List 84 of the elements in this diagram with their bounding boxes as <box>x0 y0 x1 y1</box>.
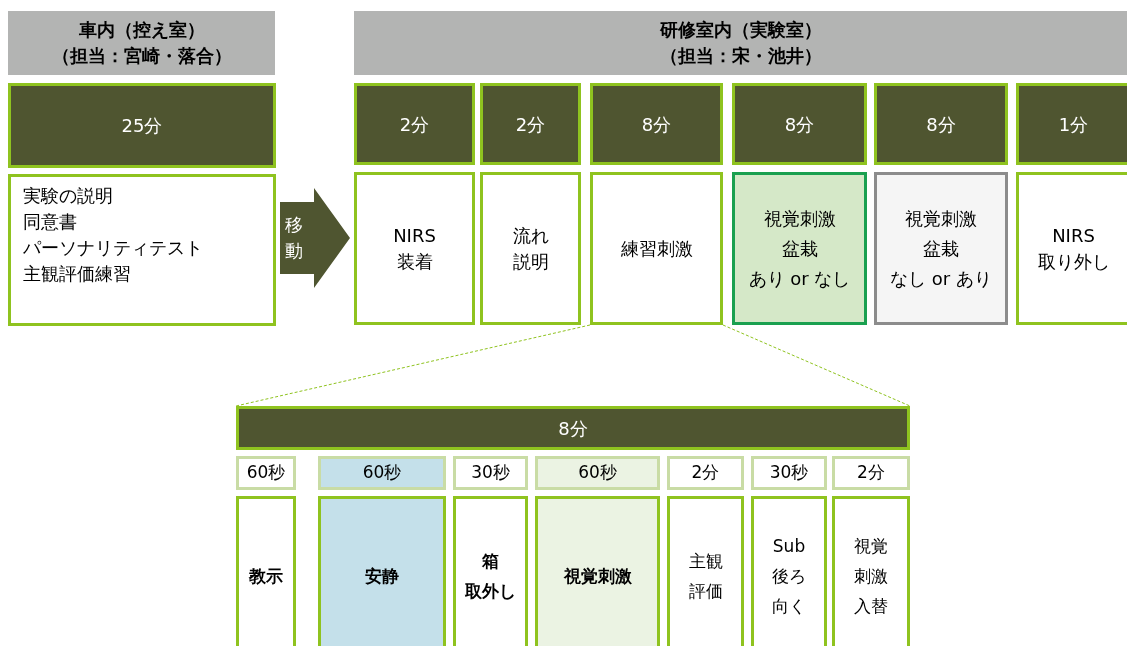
duration-box <box>453 456 528 490</box>
zoom-line <box>235 324 591 407</box>
duration-box <box>732 83 867 165</box>
duration-box <box>318 456 446 490</box>
box-text: Sub <box>772 535 806 558</box>
duration-bar <box>236 406 910 450</box>
box-text: 8分 <box>784 112 815 137</box>
box-text: 2分 <box>691 461 720 485</box>
box-text: 主観評価練習 <box>23 262 131 286</box>
box-text: （担当：宋・池井） <box>659 44 822 68</box>
box-text: NIRS <box>1052 223 1095 248</box>
box-text: 8分 <box>641 112 672 137</box>
box-text: 評価 <box>688 580 723 603</box>
duration-box <box>751 456 827 490</box>
box-text: 同意書 <box>23 210 77 234</box>
box-text: 取外し <box>465 580 516 603</box>
duration-box <box>535 456 660 490</box>
box-text: 入替 <box>854 595 888 618</box>
box-text: 盆栽 <box>923 236 959 261</box>
duration-box <box>874 83 1008 165</box>
box-text: パーソナリティテスト <box>23 236 203 260</box>
box-text: 後ろ <box>772 565 806 588</box>
box-text: （担当：宮崎・落合） <box>51 44 232 68</box>
box-text: 取り外し <box>1037 249 1110 274</box>
box-text: 流れ <box>512 223 549 248</box>
task-box <box>8 174 276 326</box>
section-header <box>354 11 1127 75</box>
box-text: 練習刺激 <box>620 236 693 261</box>
box-text: あり or なし <box>748 266 851 291</box>
box-text: 8分 <box>926 112 956 137</box>
task-box <box>732 172 867 325</box>
task-box <box>874 172 1008 325</box>
duration-box <box>832 456 910 490</box>
zoom-line <box>722 324 911 407</box>
box-text: 60秒 <box>578 461 617 485</box>
step-box <box>832 496 910 646</box>
box-text: 視覚 <box>854 535 888 558</box>
duration-box <box>590 83 723 165</box>
duration-box <box>354 83 475 165</box>
box-text: 60秒 <box>246 461 286 485</box>
box-text: 盆栽 <box>781 236 818 261</box>
box-text: 視覚刺激 <box>905 206 977 231</box>
task-box <box>480 172 581 325</box>
box-text: 25分 <box>121 114 163 138</box>
step-box <box>318 496 446 646</box>
box-text: 視覚刺激 <box>763 206 836 231</box>
box-text: 説明 <box>512 249 549 274</box>
box-text: 30秒 <box>471 461 510 485</box>
duration-box <box>236 456 296 490</box>
box-text: 2分 <box>515 112 546 137</box>
block-arrow <box>280 188 350 288</box>
box-text: 視覚刺激 <box>563 565 632 588</box>
box-text: NIRS <box>393 223 436 248</box>
box-text: 主観 <box>688 550 723 573</box>
box-text: 研修室内（実験室） <box>659 18 822 42</box>
box-text: 装着 <box>396 249 433 274</box>
box-text: なし or あり <box>890 266 992 291</box>
task-box <box>354 172 475 325</box>
box-text: 2分 <box>857 461 885 485</box>
box-text: 安静 <box>365 565 399 588</box>
step-box <box>453 496 528 646</box>
step-box <box>236 496 296 646</box>
duration-box <box>667 456 744 490</box>
task-box <box>590 172 723 325</box>
box-text: 箱 <box>482 550 499 573</box>
step-box <box>751 496 827 646</box>
box-text: 教示 <box>249 565 283 588</box>
box-text: 実験の説明 <box>23 184 113 208</box>
duration-box <box>480 83 581 165</box>
section-header <box>8 11 275 75</box>
box-text: 2分 <box>399 112 430 137</box>
edge-label: 移動 <box>284 213 304 263</box>
box-text: 60秒 <box>362 461 402 485</box>
step-box <box>667 496 744 646</box>
duration-box <box>1016 83 1127 165</box>
box-text: 1分 <box>1058 112 1089 137</box>
task-box <box>1016 172 1127 325</box>
box-text: 30秒 <box>769 461 809 485</box>
box-text: 向く <box>772 595 806 618</box>
box-text: 刺激 <box>854 565 888 588</box>
duration-box <box>8 83 276 168</box>
box-text: 8分 <box>558 416 588 441</box>
step-box <box>535 496 660 646</box>
box-text: 車内（控え室） <box>78 18 205 42</box>
